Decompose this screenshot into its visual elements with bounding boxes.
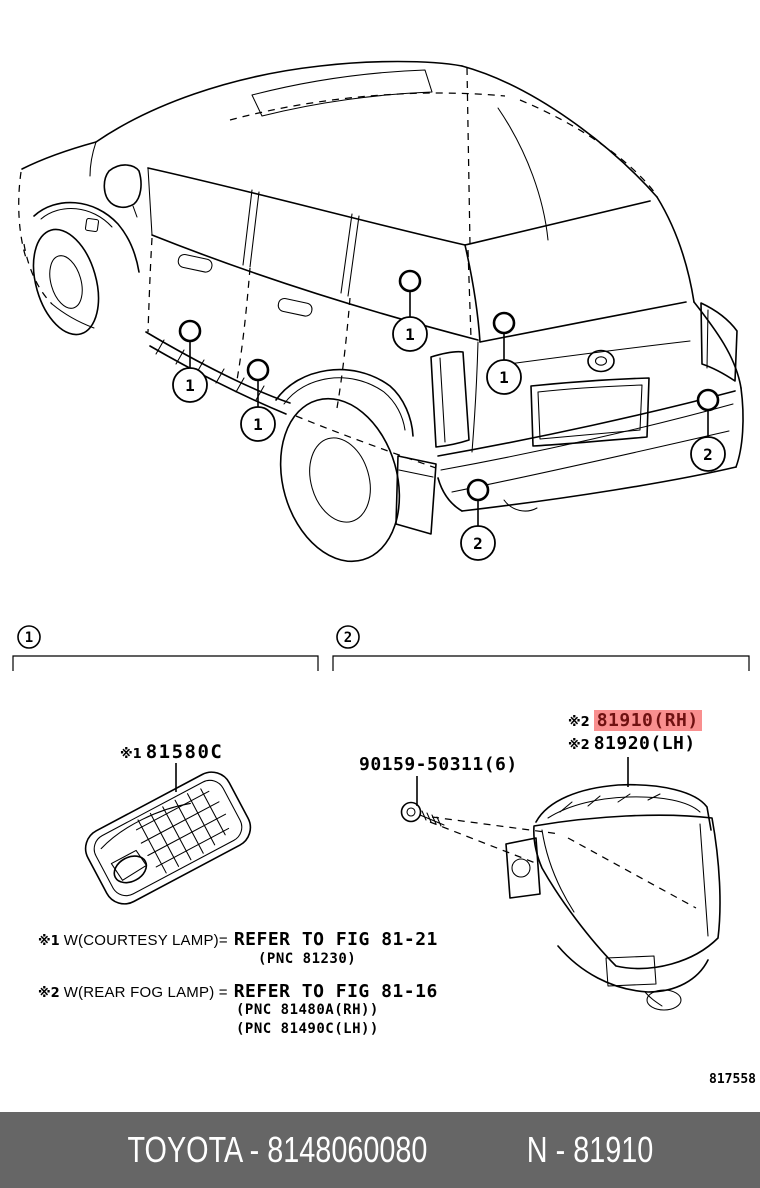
part-code-81920: 81920(LH) bbox=[593, 733, 696, 754]
note-courtesy-lamp-pnc: (PNC 81230) bbox=[258, 951, 356, 967]
note-2-pnc-lh: (PNC 81490C(LH)) bbox=[236, 1021, 379, 1037]
footer-part-reference: N - 81910 bbox=[527, 1129, 654, 1170]
part-code-81910-highlighted: 81910(RH) bbox=[593, 710, 702, 731]
vehicle-drawing bbox=[18, 60, 744, 563]
svg-text:1: 1 bbox=[499, 368, 509, 387]
part-label-fog-lamp-rh[interactable]: ※2 81910(RH) bbox=[568, 710, 702, 731]
figure-code: 817558 bbox=[709, 1072, 756, 1087]
callout-rear-door[interactable]: 1 bbox=[240, 358, 276, 442]
svg-text:2: 2 bbox=[473, 534, 483, 553]
part-label-courtesy-lamp[interactable]: ※1 81580C bbox=[120, 741, 223, 763]
footer-catalog-number: TOYOTA - 8148060080 bbox=[127, 1129, 428, 1170]
note-2-refmark: ※2 bbox=[38, 986, 60, 1001]
note-rear-fog-lamp-pnc-lh: (PNC 81490C(LH)) bbox=[236, 1021, 379, 1037]
svg-text:1: 1 bbox=[405, 325, 415, 344]
section-1-bracket bbox=[12, 655, 319, 671]
diagram-canvas: 1 1 1 1 bbox=[12, 60, 750, 1011]
section-2-bracket bbox=[332, 655, 750, 671]
leader-lines bbox=[175, 757, 629, 806]
ref-mark-2a: ※2 bbox=[568, 715, 590, 730]
note-2-condition: W(REAR FOG LAMP) = bbox=[63, 984, 228, 1001]
callout-back-door[interactable]: 1 bbox=[486, 311, 522, 395]
courtesy-lamp-drawing bbox=[84, 771, 252, 905]
callout-quarter[interactable]: 1 bbox=[392, 269, 428, 352]
svg-text:2: 2 bbox=[703, 445, 713, 464]
svg-text:1: 1 bbox=[25, 630, 33, 646]
ref-mark-1: ※1 bbox=[120, 747, 142, 762]
svg-text:2: 2 bbox=[344, 630, 352, 646]
ref-mark-2b: ※2 bbox=[568, 738, 590, 753]
screw-drawing bbox=[400, 801, 561, 865]
footer-bar: TOYOTA - 8148060080 N - 81910 bbox=[0, 1112, 760, 1188]
note-1-condition: W(COURTESY LAMP)= bbox=[63, 932, 228, 949]
section-2-header: 2 bbox=[332, 625, 750, 671]
fog-lamp-drawing bbox=[505, 783, 721, 1011]
note-rear-fog-lamp-pnc-rh: (PNC 81480A(RH)) bbox=[236, 1002, 379, 1018]
note-1-pnc: (PNC 81230) bbox=[258, 951, 357, 967]
part-label-fog-lamp-lh[interactable]: ※2 81920(LH) bbox=[568, 733, 696, 754]
callout-bumper-corner[interactable]: 2 bbox=[690, 388, 726, 472]
callout-bumper-lower[interactable]: 2 bbox=[460, 478, 496, 561]
callout-front-door[interactable]: 1 bbox=[172, 319, 208, 403]
section-1-header: 1 bbox=[12, 625, 319, 671]
svg-text:1: 1 bbox=[185, 376, 195, 395]
note-1-refmark: ※1 bbox=[38, 934, 60, 949]
callout-markers: 1 1 1 1 bbox=[172, 269, 726, 561]
svg-text:1: 1 bbox=[253, 415, 263, 434]
note-rear-fog-lamp: ※2 W(REAR FOG LAMP) = REFER TO FIG 81-16 bbox=[38, 981, 438, 1002]
part-code-90159: 90159-50311(6) bbox=[359, 754, 518, 775]
part-label-screw[interactable]: 90159-50311(6) bbox=[359, 754, 518, 775]
note-1-reference: REFER TO FIG 81-21 bbox=[233, 929, 438, 950]
note-2-reference: REFER TO FIG 81-16 bbox=[233, 981, 438, 1002]
note-courtesy-lamp: ※1 W(COURTESY LAMP)= REFER TO FIG 81-21 bbox=[38, 929, 438, 950]
part-code-81580C: 81580C bbox=[145, 741, 224, 763]
note-2-pnc-rh: (PNC 81480A(RH)) bbox=[236, 1002, 379, 1018]
